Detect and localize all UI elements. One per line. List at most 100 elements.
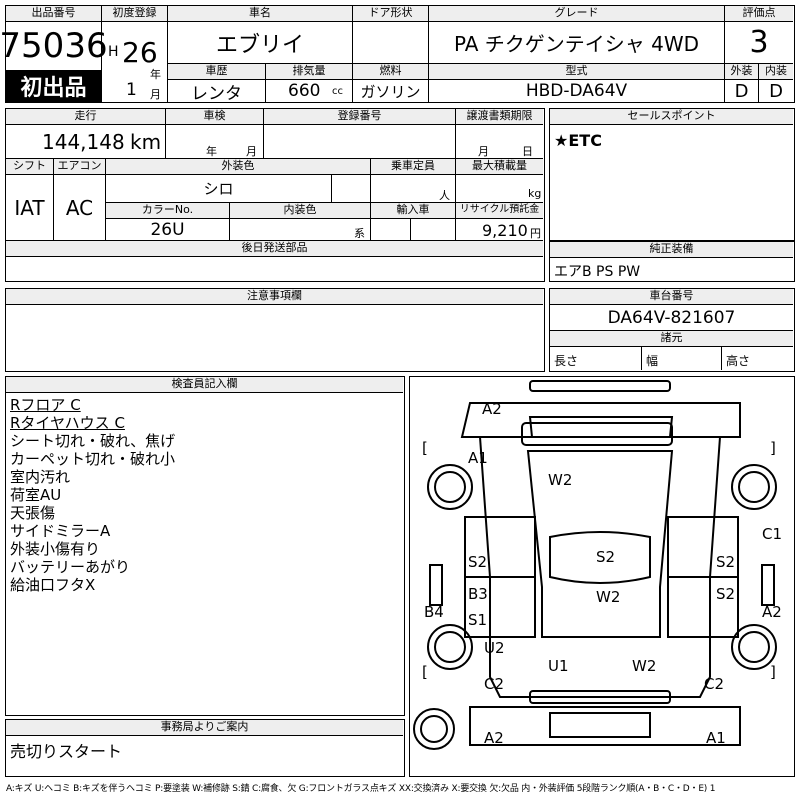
import-label: 輸入車 xyxy=(371,203,456,219)
office-panel: 事務局よりご案内 売切りスタート xyxy=(5,719,405,777)
color-no-value: 26U xyxy=(106,219,230,241)
grade-label: グレード xyxy=(429,6,725,22)
damage-mark: W2 xyxy=(596,588,620,606)
exterior-label: 外装 xyxy=(725,64,759,80)
damage-mark: C2 xyxy=(484,675,504,693)
damage-mark: C2 xyxy=(704,675,724,693)
damage-mark: S2 xyxy=(716,585,735,603)
interior-label: 内装 xyxy=(759,64,793,80)
height-label: 高さ xyxy=(726,354,751,368)
lot-number: 75036 xyxy=(0,22,108,70)
reg-month: 1 xyxy=(126,80,137,100)
door-value xyxy=(353,22,429,64)
displacement-label: 排気量 xyxy=(266,64,353,80)
max-load-label: 最大積載量 xyxy=(456,159,543,175)
displacement-value: 660 xyxy=(288,81,321,101)
office-label: 事務局よりご案内 xyxy=(6,720,403,736)
ext-color-blank xyxy=(332,175,371,203)
exterior-grade: D xyxy=(725,80,759,102)
wheel-front-left xyxy=(427,464,473,510)
ext-color-value: シロ xyxy=(106,175,332,203)
wheel-rear-left xyxy=(427,624,473,670)
displacement-cell: 660 cc xyxy=(266,80,353,102)
door-label: ドア形状 xyxy=(353,6,429,22)
max-load-unit: kg xyxy=(528,187,542,200)
inspection-label: 車検 xyxy=(166,109,264,125)
length-cell: 長さ xyxy=(550,347,642,370)
mileage-label: 走行 xyxy=(6,109,166,125)
damage-mark: A2 xyxy=(482,400,502,418)
reg-month-unit: 月 xyxy=(150,88,161,101)
bracket-mark: [ xyxy=(422,663,428,681)
first-reg-label: 初度登録 xyxy=(102,6,168,22)
recycle-cell: 9,210 円 xyxy=(456,219,543,241)
inspector-notes: Rフロア C Rタイヤハウス C シート切れ・破れ、焦げ カーペット切れ・破れ小… xyxy=(10,396,400,594)
grade-value: PA チクゲンテイシャ 4WD xyxy=(429,22,725,64)
bracket-mark: ] xyxy=(770,663,776,681)
later-parts-label: 後日発送部品 xyxy=(6,241,543,257)
ac-value: AC xyxy=(54,175,106,241)
color-no-label: カラーNo. xyxy=(106,203,230,219)
reg-no-label: 登録番号 xyxy=(264,109,456,125)
rear-gate xyxy=(549,712,651,738)
equipment-text: エアB PS PW xyxy=(554,264,641,280)
right-mirror xyxy=(761,564,775,606)
hood-outline xyxy=(460,402,741,438)
windshield xyxy=(521,422,673,446)
model-label: 型式 xyxy=(429,64,725,80)
era-label: H xyxy=(108,44,119,60)
sales-panel: セールスポイント ★ETC xyxy=(549,108,795,241)
shift-value: IAT xyxy=(6,175,54,241)
note-line: Rフロア C xyxy=(10,396,81,414)
damage-mark: W2 xyxy=(632,657,656,675)
int-color-unit: 系 xyxy=(354,227,365,240)
body-outline xyxy=(478,436,722,698)
inspection-cell: 年 月 xyxy=(166,125,264,159)
damage-mark: A1 xyxy=(706,729,726,747)
mileage-cell: 144,148 km xyxy=(6,125,166,159)
score-label: 評価点 xyxy=(725,6,793,22)
later-parts-value xyxy=(6,257,543,280)
score-value: 3 xyxy=(725,22,793,64)
note-line: 給油口フタX xyxy=(10,576,96,594)
car-name-label: 車名 xyxy=(168,6,353,22)
front-bumper xyxy=(529,380,671,392)
mileage-value: 144,148 xyxy=(42,130,125,154)
dims-label: 諸元 xyxy=(550,331,793,347)
transfer-month-unit: 月 xyxy=(478,145,489,158)
import-value xyxy=(371,219,411,241)
capacity-cell: 人 xyxy=(371,175,456,203)
note-line: サイドミラーA xyxy=(10,522,111,540)
int-color-label: 内装色 xyxy=(230,203,371,219)
note-line: 荷室AU xyxy=(10,486,62,504)
width-cell: 幅 xyxy=(642,347,722,370)
inspector-panel: 検査員記入欄 Rフロア C Rタイヤハウス C シート切れ・破れ、焦げ カーペッ… xyxy=(5,376,405,716)
note-line: Rタイヤハウス C xyxy=(10,414,125,432)
wheel-front-right xyxy=(731,464,777,510)
chassis-panel: 車台番号 DA64V-821607 諸元 長さ 幅 高さ xyxy=(549,288,795,372)
wheel-rear-right xyxy=(731,624,777,670)
equipment-label: 純正装備 xyxy=(550,242,793,258)
recycle-unit: 円 xyxy=(530,227,541,240)
right-door-rear xyxy=(667,576,739,638)
note-line: 外装小傷有り xyxy=(10,540,101,558)
damage-mark: S2 xyxy=(716,553,735,571)
ext-color-label: 外装色 xyxy=(106,159,371,175)
fuel-value: ガソリン xyxy=(353,80,429,102)
header-panel: 出品番号 75036 初出品 初度登録 H 26 年 1 月 車名 エブリイ ド… xyxy=(0,5,795,104)
damage-mark: A2 xyxy=(484,729,504,747)
damage-mark: S1 xyxy=(468,611,487,629)
left-door-rear xyxy=(464,576,536,638)
capacity-label: 乗車定員 xyxy=(371,159,456,175)
ac-label: エアコン xyxy=(54,159,106,175)
reg-year-unit: 年 xyxy=(150,68,161,81)
damage-mark: B4 xyxy=(424,603,444,621)
note-line: シート切れ・破れ、焦げ xyxy=(10,432,176,450)
note-line: カーペット切れ・破れ小 xyxy=(10,450,176,468)
rear-bumper xyxy=(529,690,671,704)
roof-panel xyxy=(549,531,651,584)
car-name: エブリイ xyxy=(168,22,353,64)
spare-wheel xyxy=(413,708,455,750)
